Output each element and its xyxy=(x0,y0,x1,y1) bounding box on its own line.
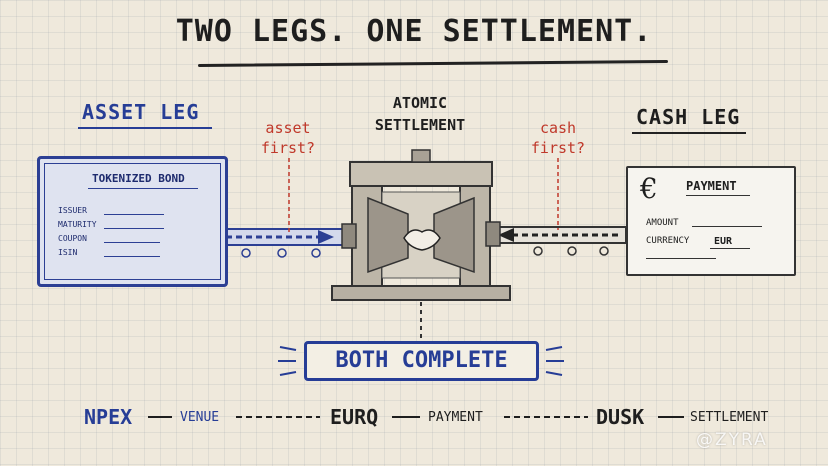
payment-currency-label: CURRENCY xyxy=(646,236,690,246)
page-title: TWO LEGS. ONE SETTLEMENT. xyxy=(175,14,653,49)
tokenized-bond-card xyxy=(37,156,228,287)
bond-field-issuer: ISSUER xyxy=(58,206,87,215)
footer-dusk: DUSK xyxy=(596,405,645,429)
asset-first-note: asset first? xyxy=(258,118,318,158)
asset-leg-heading: ASSET LEG xyxy=(82,100,200,124)
cash-first-note: cash first? xyxy=(528,118,588,158)
cash-leg-heading: CASH LEG xyxy=(636,105,741,129)
outcome-ticks xyxy=(278,346,564,376)
payment-title-line xyxy=(686,195,750,196)
both-complete-box xyxy=(304,341,539,381)
bond-field-coupon: COUPON xyxy=(58,234,87,243)
watermark: @ZYRA xyxy=(696,430,768,450)
footer-npex: NPEX xyxy=(84,405,133,429)
payment-extra-line xyxy=(646,258,716,259)
bond-title-line xyxy=(88,188,198,189)
amount-line xyxy=(692,226,762,227)
bond-field-isin: ISIN xyxy=(58,248,78,257)
bond-field-line xyxy=(104,256,160,257)
payment-card-title: PAYMENT xyxy=(686,179,737,193)
handshake-icon xyxy=(403,229,441,251)
atomic-heading-line-1: ATOMIC xyxy=(392,94,448,112)
cash-note-line-2: first? xyxy=(530,139,586,157)
payment-card xyxy=(626,166,796,276)
euro-icon: € xyxy=(640,172,658,205)
cash-leg-underline xyxy=(632,132,746,134)
bond-card-title: TOKENIZED BOND xyxy=(92,172,185,185)
settlement-gate xyxy=(331,149,511,301)
payment-amount-label: AMOUNT xyxy=(646,218,679,228)
footer-eurq: EURQ xyxy=(330,405,379,429)
cash-note-line-1: cash xyxy=(539,119,577,137)
bond-field-maturity: MATURITY xyxy=(58,220,97,229)
footer-payment: PAYMENT xyxy=(428,410,483,425)
asset-leg-underline xyxy=(78,127,212,129)
atomic-heading-line-2: SETTLEMENT xyxy=(374,116,466,134)
bond-field-line xyxy=(104,214,164,215)
asset-conveyor xyxy=(221,228,345,258)
asset-note-line-2: first? xyxy=(260,139,316,157)
footer-venue: VENUE xyxy=(180,410,220,425)
asset-note-line-1: asset xyxy=(265,119,311,137)
both-complete-label: BOTH COMPLETE xyxy=(335,348,508,373)
atomic-settlement-heading: ATOMIC SETTLEMENT xyxy=(360,92,480,136)
footer-settlement: SETTLEMENT xyxy=(690,410,769,425)
currency-line xyxy=(710,248,750,249)
payment-currency-value: EUR xyxy=(714,236,733,247)
bond-field-line xyxy=(104,228,164,229)
bond-field-line xyxy=(104,242,160,243)
cash-conveyor xyxy=(485,226,627,256)
